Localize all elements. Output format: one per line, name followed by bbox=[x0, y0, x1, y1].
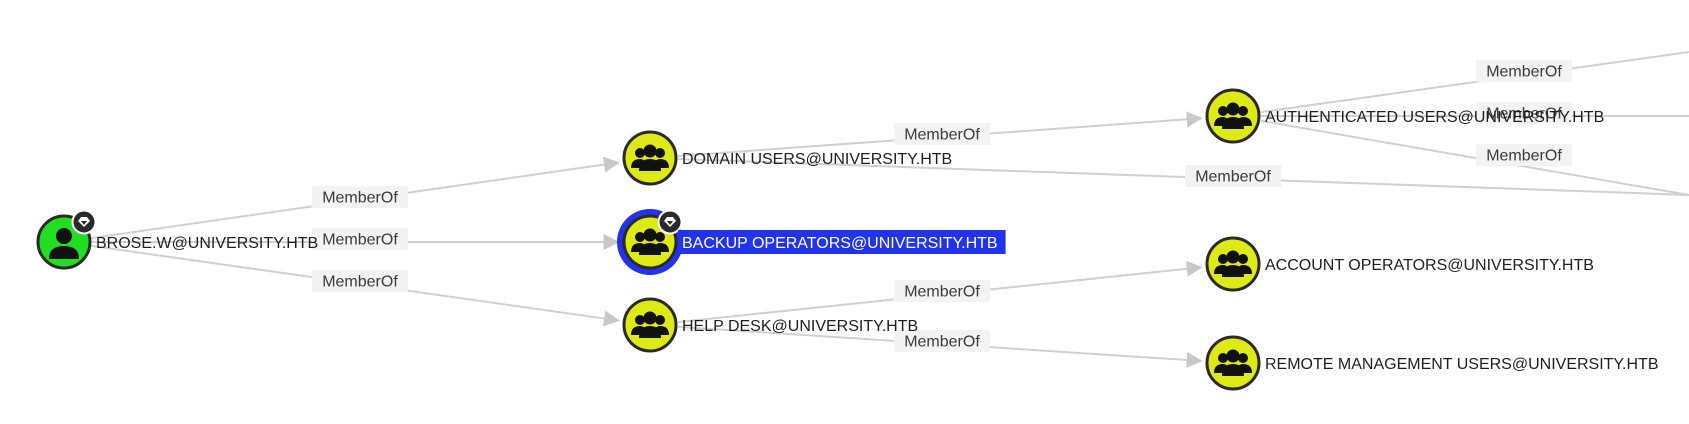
group-icon bbox=[1214, 102, 1252, 129]
high-value-badge-icon bbox=[657, 209, 683, 235]
edge-label-text: MemberOf bbox=[1486, 106, 1562, 123]
edge-label-background bbox=[1476, 144, 1572, 166]
user-icon bbox=[49, 228, 79, 259]
node-help-desk[interactable]: HELP DESK@UNIVERSITY.HTB bbox=[622, 297, 918, 353]
edge-label-help_desk-to-account_ops[interactable]: MemberOf bbox=[894, 280, 990, 302]
node-label: ACCOUNT OPERATORS@UNIVERSITY.HTB bbox=[1265, 257, 1594, 274]
edge-label-background bbox=[1185, 165, 1281, 187]
edge-label-background bbox=[1476, 60, 1572, 82]
edge-line-domain_users-to-offscreen_c[interactable] bbox=[677, 157, 1689, 196]
node-label: AUTHENTICATED USERS@UNIVERSITY.HTB bbox=[1265, 109, 1604, 126]
group-icon bbox=[631, 228, 669, 255]
edge-label-background bbox=[894, 280, 990, 302]
edge-label-background bbox=[312, 270, 408, 292]
edge-label-text: MemberOf bbox=[322, 274, 398, 291]
node-circle bbox=[1205, 88, 1261, 144]
node-auth-users[interactable]: AUTHENTICATED USERS@UNIVERSITY.HTB bbox=[1205, 88, 1604, 144]
node-circle bbox=[622, 130, 678, 186]
edge-label-auth_users-to-offscreen_a[interactable]: MemberOf bbox=[1476, 60, 1572, 82]
edge-label-text: MemberOf bbox=[1486, 148, 1562, 165]
edge-labels-layer: MemberOfMemberOfMemberOfMemberOfMemberOf… bbox=[312, 60, 1572, 352]
edge-label-brose-to-backup_ops[interactable]: MemberOf bbox=[312, 228, 408, 250]
edge-label-text: MemberOf bbox=[904, 334, 980, 351]
node-label: REMOTE MANAGEMENT USERS@UNIVERSITY.HTB bbox=[1265, 356, 1658, 373]
edge-label-help_desk-to-remote_mgmt[interactable]: MemberOf bbox=[894, 330, 990, 352]
node-domain-users[interactable]: DOMAIN USERS@UNIVERSITY.HTB bbox=[622, 130, 952, 186]
node-circle bbox=[1205, 236, 1261, 292]
edge-label-background bbox=[312, 186, 408, 208]
edge-label-background bbox=[894, 123, 990, 145]
node-label: BACKUP OPERATORS@UNIVERSITY.HTB bbox=[682, 235, 998, 252]
group-icon bbox=[631, 144, 669, 171]
edge-label-background bbox=[894, 330, 990, 352]
node-label: BROSE.W@UNIVERSITY.HTB bbox=[96, 235, 318, 252]
edge-label-text: MemberOf bbox=[1486, 64, 1562, 81]
node-label: HELP DESK@UNIVERSITY.HTB bbox=[682, 318, 918, 335]
edge-label-text: MemberOf bbox=[904, 127, 980, 144]
edge-label-text: MemberOf bbox=[322, 190, 398, 207]
node-circle bbox=[622, 297, 678, 353]
high-value-badge-icon bbox=[71, 209, 97, 235]
edge-label-text: MemberOf bbox=[904, 284, 980, 301]
edge-label-background bbox=[312, 228, 408, 250]
group-icon bbox=[1214, 250, 1252, 277]
edge-label-brose-to-domain_users[interactable]: MemberOf bbox=[312, 186, 408, 208]
edge-label-domain_users-to-offscreen_c[interactable]: MemberOf bbox=[1185, 165, 1281, 187]
group-icon bbox=[631, 311, 669, 338]
node-brose[interactable]: BROSE.W@UNIVERSITY.HTB bbox=[36, 209, 318, 270]
edge-line-auth_users-to-offscreen_c[interactable] bbox=[1260, 119, 1689, 196]
edge-label-brose-to-help_desk[interactable]: MemberOf bbox=[312, 270, 408, 292]
node-label: DOMAIN USERS@UNIVERSITY.HTB bbox=[682, 151, 952, 168]
selected-label-background bbox=[678, 230, 1006, 254]
node-account-ops[interactable]: ACCOUNT OPERATORS@UNIVERSITY.HTB bbox=[1205, 236, 1594, 292]
node-circle bbox=[1205, 335, 1261, 391]
nodes-layer: BROSE.W@UNIVERSITY.HTB DOMAIN USERS@UNIVE… bbox=[36, 88, 1658, 391]
node-remote-mgmt[interactable]: REMOTE MANAGEMENT USERS@UNIVERSITY.HTB bbox=[1205, 335, 1658, 391]
node-backup-ops[interactable]: BACKUP OPERATORS@UNIVERSITY.HTB bbox=[617, 209, 1006, 275]
edge-line-auth_users-to-offscreen_a[interactable] bbox=[1260, 51, 1689, 114]
edge-label-text: MemberOf bbox=[322, 232, 398, 249]
edge-label-domain_users-to-auth_users[interactable]: MemberOf bbox=[894, 123, 990, 145]
group-icon bbox=[1214, 349, 1252, 376]
edge-label-auth_users-to-offscreen_b[interactable]: MemberOf bbox=[1476, 102, 1572, 124]
edge-label-text: MemberOf bbox=[1195, 169, 1271, 186]
edge-label-auth_users-to-offscreen_c[interactable]: MemberOf bbox=[1476, 144, 1572, 166]
edge-label-background bbox=[1476, 102, 1572, 124]
